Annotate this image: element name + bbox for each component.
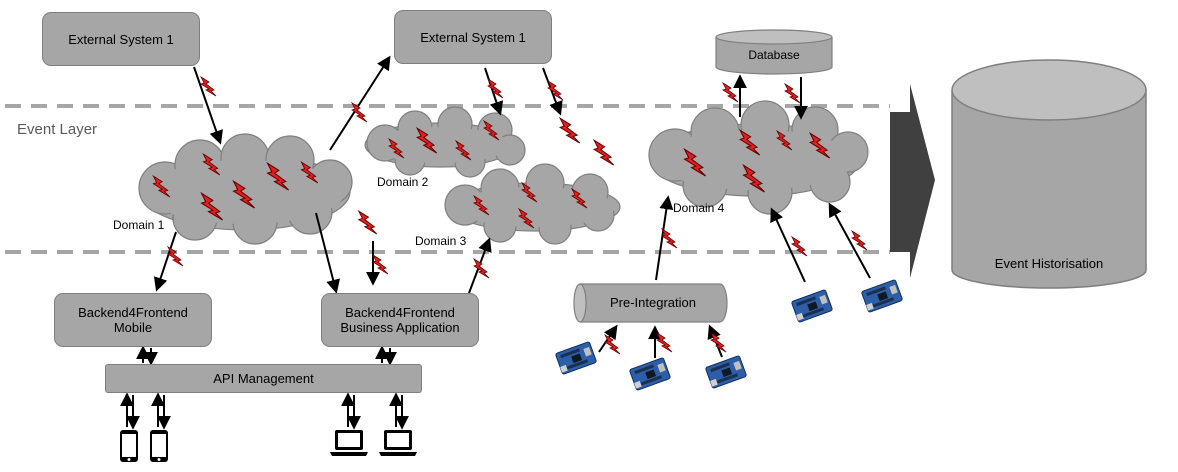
event-layer-label: Event Layer — [17, 121, 98, 138]
backend-mobile-box: Backend4Frontend Mobile — [54, 293, 212, 347]
api-management-label: API Management — [213, 371, 314, 386]
pre-integration-label: Pre-Integration — [610, 295, 696, 310]
device-icons — [120, 430, 417, 462]
historisation-flow-arrow — [890, 84, 935, 278]
domain-2-label: Domain 2 — [377, 175, 429, 189]
api-management-box: API Management — [105, 364, 422, 393]
pre-integration-pipe — [573, 283, 728, 323]
backend-business-line1: Backend4Frontend — [345, 305, 455, 320]
backend-mobile-line2: Mobile — [113, 320, 153, 335]
database-label: Database — [748, 48, 800, 62]
backend-business-box: Backend4Frontend Business Application — [321, 293, 479, 347]
backend-mobile-line1: Backend4Frontend — [78, 305, 188, 320]
domain-4-label: Domain 4 — [673, 201, 725, 215]
laptop-icon — [330, 430, 368, 456]
external-system-box-2: External System 1 — [394, 10, 552, 64]
phone-icon — [120, 430, 138, 462]
laptop-icon — [379, 430, 417, 456]
database-cylinder — [715, 29, 833, 75]
event-arrows — [120, 55, 871, 430]
external-system-label-1: External System 1 — [68, 31, 174, 47]
event-historisation-label: Event Historisation — [994, 256, 1104, 271]
external-system-box-1: External System 1 — [42, 12, 200, 66]
domain-1-label: Domain 1 — [113, 218, 165, 232]
backend-business-line2: Business Application — [340, 320, 460, 335]
external-system-label-2: External System 1 — [420, 29, 526, 45]
domain-3-label: Domain 3 — [415, 234, 467, 248]
event-historisation-cylinder — [951, 59, 1147, 289]
phone-icon — [150, 430, 168, 462]
